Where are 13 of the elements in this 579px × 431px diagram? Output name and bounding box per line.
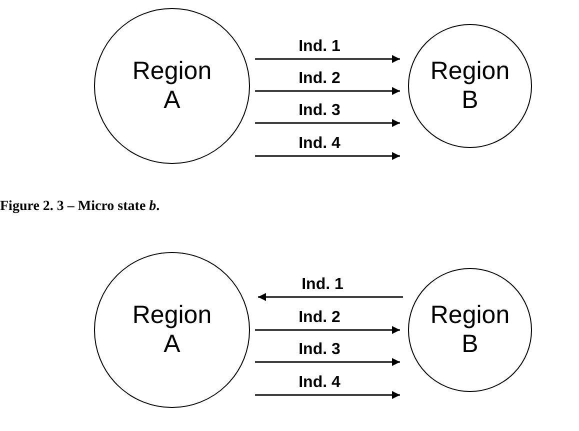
region-name: Region A [131, 57, 213, 115]
arrow [258, 293, 403, 301]
arrow [255, 391, 400, 399]
region-name: Region B [429, 301, 511, 359]
arrow [255, 358, 400, 366]
arrow [255, 87, 400, 95]
figure-caption: Figure 2. 3 – Micro state b. [0, 199, 160, 215]
region-name: Region B [429, 57, 511, 115]
arrow [255, 55, 400, 63]
arrow [255, 326, 400, 334]
region-name: Region A [131, 301, 213, 359]
arrow [255, 152, 400, 160]
arrow [255, 119, 400, 127]
